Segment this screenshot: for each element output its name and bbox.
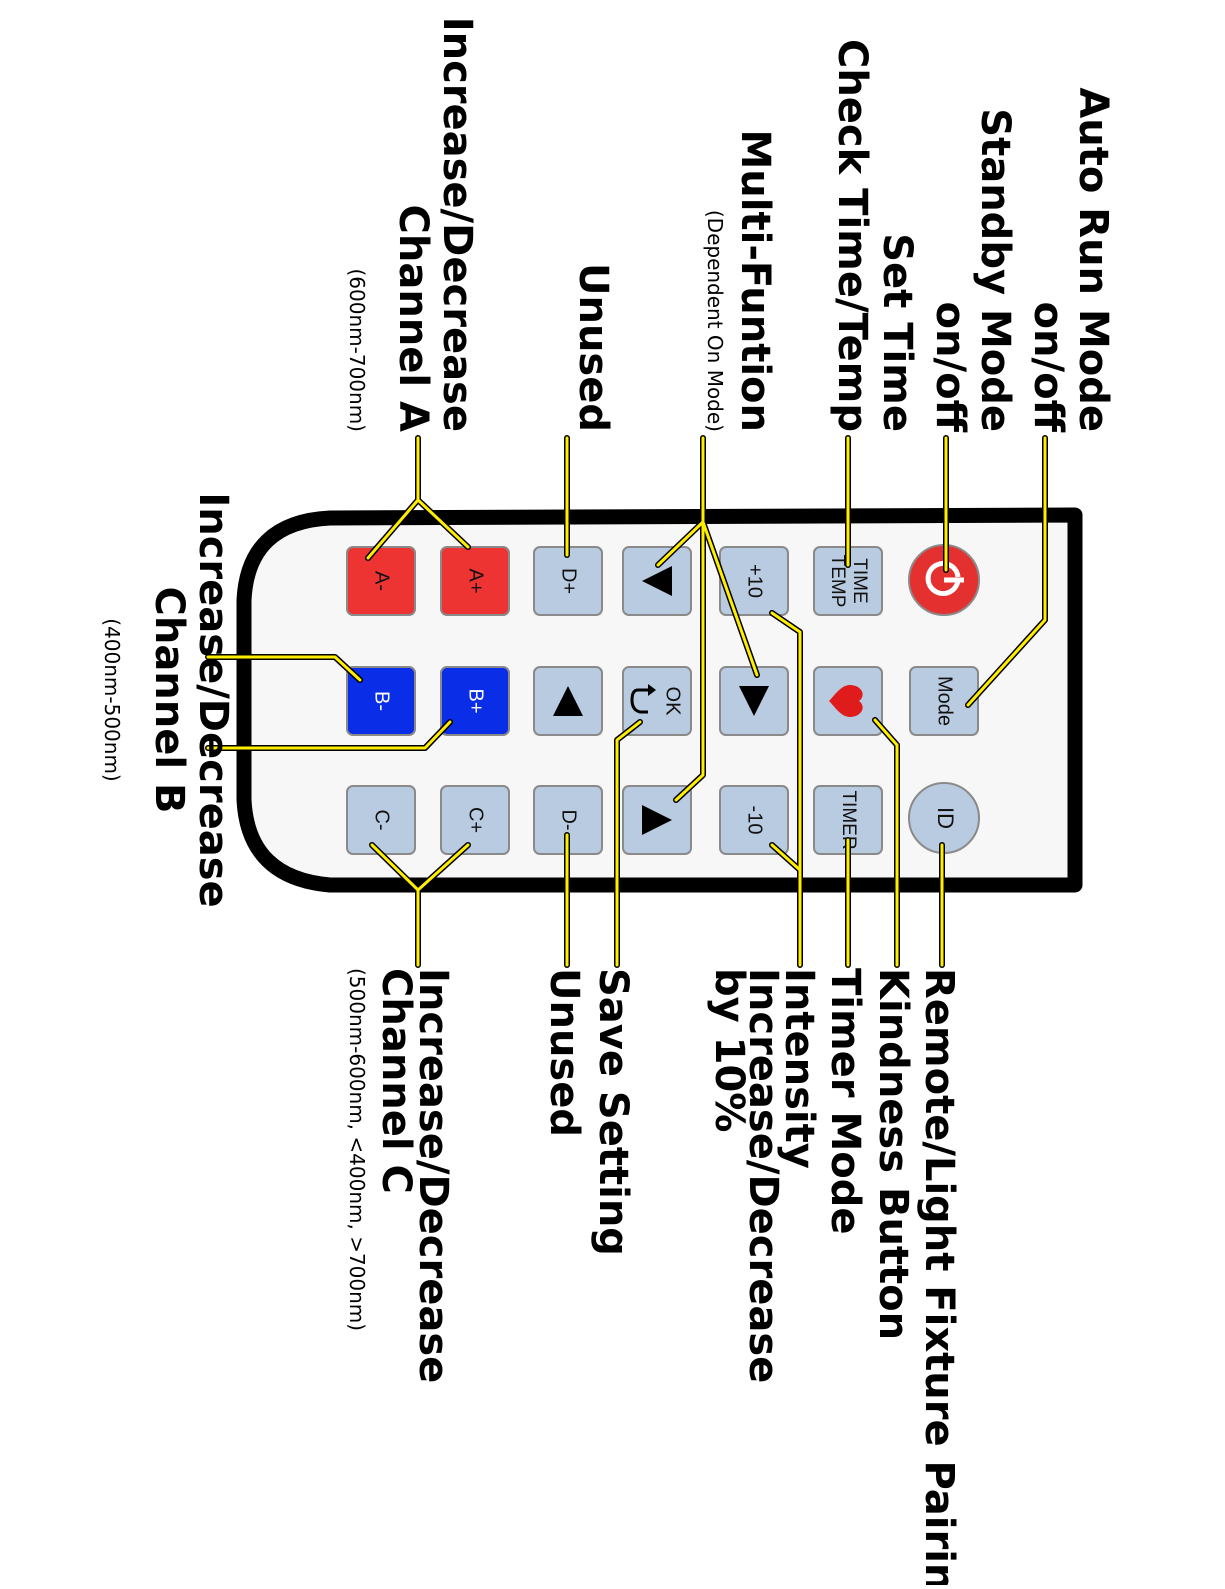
svg-text:Auto Run Mode: Auto Run Mode [1070, 87, 1116, 432]
b-plus-button-label: B+ [465, 688, 487, 713]
svg-text:Remote/Light Fixture Pairing: Remote/Light Fixture Pairing [916, 968, 962, 1585]
svg-text:on/off: on/off [927, 302, 973, 433]
svg-text:Increase/Decrease: Increase/Decrease [434, 17, 480, 432]
svg-text:on/off: on/off [1025, 302, 1071, 433]
b-minus-button[interactable]: B- [346, 666, 416, 736]
triangle-down-icon [642, 805, 672, 835]
mode-button-label: Mode [934, 676, 956, 726]
c-minus-button[interactable]: C- [346, 785, 416, 855]
svg-text:Check Time/Temp: Check Time/Temp [829, 39, 875, 432]
svg-text:Intensity: Intensity [776, 968, 822, 1169]
label-kindness-button: Kindness Button [870, 968, 916, 1340]
svg-text:(400nm-500nm): (400nm-500nm) [100, 618, 124, 782]
svg-text:Kindness Button: Kindness Button [870, 968, 916, 1340]
svg-text:Unused: Unused [570, 263, 616, 432]
b-plus-button[interactable]: B+ [440, 666, 510, 736]
ok-button[interactable]: OK [622, 666, 692, 736]
svg-text:Unused: Unused [541, 968, 587, 1137]
callout-lines [205, 435, 1048, 968]
svg-text:by 10%: by 10% [706, 968, 752, 1132]
right-arrow-button[interactable] [719, 666, 789, 736]
c-plus-button[interactable]: C+ [440, 785, 510, 855]
triangle-left-icon [553, 686, 583, 716]
plus10-button-label: +10 [744, 564, 766, 598]
svg-text:Increase/Decrease: Increase/Decrease [740, 968, 786, 1383]
minus10-button[interactable]: -10 [719, 785, 789, 855]
label-timer-mode: Timer Mode [822, 968, 868, 1235]
svg-text:Timer Mode: Timer Mode [822, 968, 868, 1235]
id-button-label: ID [933, 807, 958, 829]
ok-button-label: OK [662, 687, 684, 717]
triangle-up-icon [642, 566, 672, 596]
svg-text:Increase/Decrease: Increase/Decrease [190, 492, 236, 907]
heart-icon [829, 685, 863, 717]
label-multi-function: Multi-Funtion (Dependent On Mode) [703, 130, 778, 433]
a-plus-button-label: A+ [465, 568, 487, 593]
time-temp-button[interactable]: TIME TEMP [813, 546, 883, 616]
label-channel-b: Increase/Decrease Channel B (400nm-500nm… [100, 492, 236, 907]
a-plus-button[interactable]: A+ [440, 546, 510, 616]
label-standby-mode: Standby Mode on/off [927, 108, 1018, 432]
label-channel-a: Increase/Decrease Channel A (600nm-700nm… [345, 17, 480, 432]
power-icon [925, 561, 964, 596]
label-save-setting: Save Setting [590, 968, 636, 1256]
label-auto-run-mode: Auto Run Mode on/off [1025, 87, 1116, 432]
label-unused-bottom: Unused [541, 968, 587, 1137]
svg-text:Standby Mode: Standby Mode [972, 108, 1018, 432]
svg-text:Multi-Funtion: Multi-Funtion [732, 130, 778, 433]
svg-text:Channel B: Channel B [146, 586, 192, 813]
timer-button-label: TIMER [838, 790, 859, 849]
label-channel-c: Increase/Decrease Channel C (500nm-600nm… [345, 968, 456, 1383]
minus10-button-label: -10 [744, 806, 766, 835]
svg-text:Channel A: Channel A [390, 205, 436, 433]
plus10-button[interactable]: +10 [719, 546, 789, 616]
svg-text:(600nm-700nm): (600nm-700nm) [345, 269, 369, 433]
svg-text:Set Time: Set Time [874, 233, 920, 432]
triangle-right-icon [739, 686, 769, 716]
up-arrow-button[interactable] [622, 546, 692, 616]
time-temp-label-2: TEMP [827, 555, 848, 608]
svg-text:Increase/Decrease: Increase/Decrease [410, 968, 456, 1383]
id-button[interactable]: ID [908, 782, 980, 854]
label-set-time: Set Time Check Time/Temp [829, 39, 920, 432]
kindness-button[interactable] [813, 666, 883, 736]
svg-text:Save Setting: Save Setting [590, 968, 636, 1256]
down-arrow-button[interactable] [622, 785, 692, 855]
d-plus-button-label: D+ [558, 568, 580, 594]
b-minus-button-label: B- [371, 691, 393, 711]
a-minus-button-label: A- [371, 571, 393, 591]
time-temp-label-1: TIME [849, 558, 870, 603]
label-remote-pairing: Remote/Light Fixture Pairing [916, 968, 962, 1589]
svg-text:Channel C: Channel C [373, 968, 419, 1194]
label-unused-top: Unused [570, 263, 616, 432]
return-arrow-icon [630, 684, 656, 714]
d-minus-button-label: D- [558, 809, 580, 830]
left-arrow-button[interactable] [533, 666, 603, 736]
svg-text:(500nm-600nm, <400nm, >700nm): (500nm-600nm, <400nm, >700nm) [345, 968, 369, 1331]
label-intensity: Intensity Increase/Decrease by 10% [706, 968, 822, 1383]
c-plus-button-label: C+ [465, 807, 487, 833]
c-minus-button-label: C- [371, 809, 393, 830]
a-minus-button[interactable]: A- [346, 546, 416, 616]
timer-button[interactable]: TIMER [813, 785, 883, 855]
svg-text:(Dependent On Mode): (Dependent On Mode) [703, 210, 727, 432]
mode-button[interactable]: Mode [909, 666, 979, 736]
